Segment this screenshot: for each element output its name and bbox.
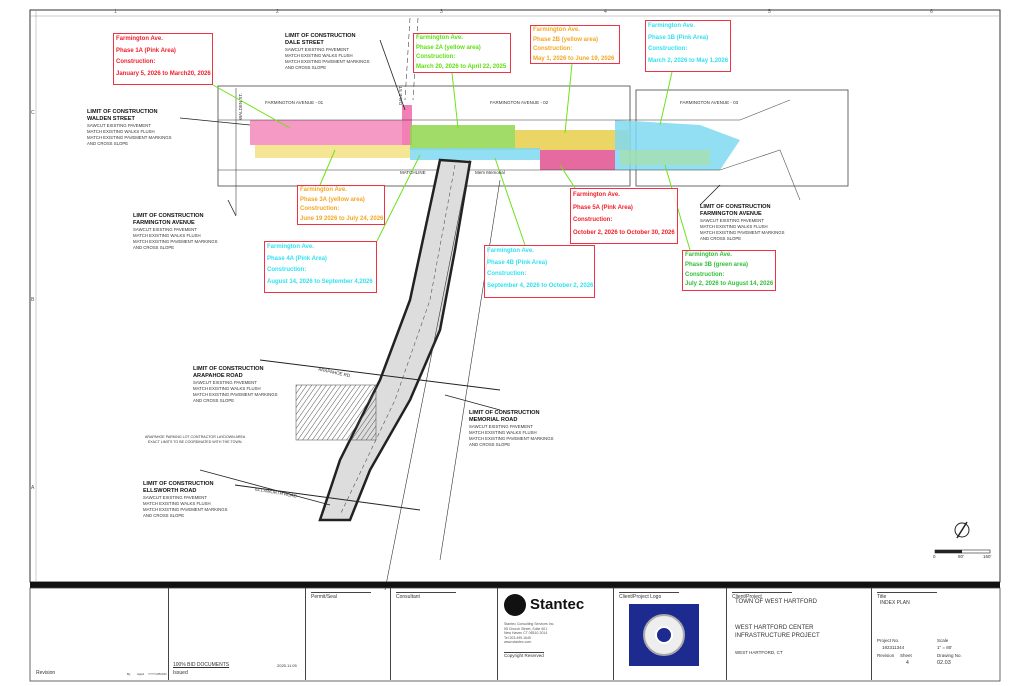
project-name: WEST HARTFORD CENTER INFRASTRUCTURE PROJ… xyxy=(735,625,820,639)
copyright-label: Copyright Reserved xyxy=(504,652,544,658)
by-label: By xyxy=(127,672,131,676)
sheet-number: 4 xyxy=(906,660,909,666)
scale-bar-label: 160' xyxy=(983,554,992,559)
phase-4a-callout: Farmington Ave.Phase 4A (Pink Area)Const… xyxy=(264,241,377,293)
client-logo-label: Client/Project Logo xyxy=(619,592,679,600)
project-location: WEST HARTFORD, CT xyxy=(735,650,783,655)
drawing-no-label: Drawing No. xyxy=(937,653,962,658)
permit-seal-cell: Permit/Seal xyxy=(305,588,390,680)
consultant-cell: Consultant xyxy=(390,588,497,680)
street-label: FARMINGTON AVENUE - 01 xyxy=(265,100,324,105)
drawing-title: INDEX PLAN xyxy=(880,600,910,606)
grid-column-label: 3 xyxy=(440,9,443,15)
title-cell: Title INDEX PLAN Project No. 192311344 S… xyxy=(871,588,1000,680)
phase-2a-callout: Farmington Ave.Phase 2A (yellow area)Con… xyxy=(413,33,511,73)
title-label: Title xyxy=(877,592,937,600)
revision-label: Revision xyxy=(36,670,56,676)
stantec-logo-icon xyxy=(504,594,526,616)
grid-row-label: B xyxy=(31,297,35,303)
appd-label: Appd xyxy=(137,672,145,676)
grid-column-label: 1 xyxy=(114,9,117,15)
permit-seal-label: Permit/Seal xyxy=(311,592,371,600)
revision-cell: Revision By Appd YYYY.MM.DD xyxy=(32,588,168,680)
street-label: DALE ST. xyxy=(398,85,403,105)
revision-no-label: Revision xyxy=(877,653,895,658)
scale-label: Scale xyxy=(937,638,949,643)
issued-date: 2025.11.05 xyxy=(277,663,297,668)
seal-icon xyxy=(643,614,685,656)
scale-value: 1" = 80' xyxy=(937,645,953,650)
phase-4b-callout: Farmington Ave.Phase 4B (Pink Area)Const… xyxy=(484,245,595,298)
stantec-wordmark: Stantec xyxy=(530,596,585,613)
grid-column-label: 5 xyxy=(768,9,771,15)
street-label: FARMINGTON AVENUE - 03 xyxy=(680,100,739,105)
project-no-label: Project No. xyxy=(877,638,900,643)
street-label: Mem Memorial xyxy=(475,170,505,175)
issued-label: Issued xyxy=(173,670,188,676)
grid-row-label: C xyxy=(31,110,35,116)
client-label: Client/Project xyxy=(732,592,792,600)
street-label: WALDEN ST. xyxy=(238,93,243,120)
issued-document: 100% BID DOCUMENTS xyxy=(173,662,230,668)
phase-5a-callout: Farmington Ave.Phase 5A (Pink Area)Const… xyxy=(570,188,678,244)
client-project-cell: Client/Project TOWN OF WEST HARTFORD WES… xyxy=(726,588,871,680)
laydown-area-note: ARAPAHOE PARKING LOT CONTRACTOR LAYDOWN … xyxy=(145,435,246,444)
street-label: FARMINGTON AVENUE - 02 xyxy=(490,100,549,105)
phase-1b-callout: Farmington Ave.Phase 1B (Pink Area)Const… xyxy=(645,20,731,72)
phase-3a-callout: Farmington Ave.Phase 3A (yellow area)Con… xyxy=(297,185,385,225)
grid-row-label: A xyxy=(31,485,35,491)
phase-3b-callout: Farmington Ave.Phase 3B (green area)Cons… xyxy=(682,250,776,291)
scale-bar-label: 80' xyxy=(958,554,964,559)
grid-column-label: 6 xyxy=(930,9,933,15)
phase-1a-callout: Farmington Ave.Phase 1A (Pink Area)Const… xyxy=(113,33,213,85)
issued-cell: 100% BID DOCUMENTS 2025.11.05 Issued xyxy=(168,588,305,680)
sheet-label: Sheet xyxy=(900,653,912,658)
grid-column-label: 4 xyxy=(604,9,607,15)
street-label: MATCHLINE xyxy=(400,170,426,175)
client-logo-cell: Client/Project Logo xyxy=(613,588,726,680)
phase-2b-callout: Farmington Ave.Phase 2B (yellow area)Con… xyxy=(530,25,620,64)
drawing-number: 02.03 xyxy=(937,660,951,666)
client-name: TOWN OF WEST HARTFORD xyxy=(735,599,817,605)
date-label: YYYY.MM.DD xyxy=(148,672,167,676)
town-seal-logo xyxy=(629,604,699,666)
stantec-cell: Stantec Stantec Consulting Services Inc.… xyxy=(497,588,613,680)
consultant-label: Consultant xyxy=(396,592,456,600)
stantec-address: Stantec Consulting Services Inc.55 Churc… xyxy=(504,622,555,644)
grid-column-label: 2 xyxy=(276,9,279,15)
project-no: 192311344 xyxy=(882,645,905,650)
scale-bar-label: 0 xyxy=(933,554,936,559)
